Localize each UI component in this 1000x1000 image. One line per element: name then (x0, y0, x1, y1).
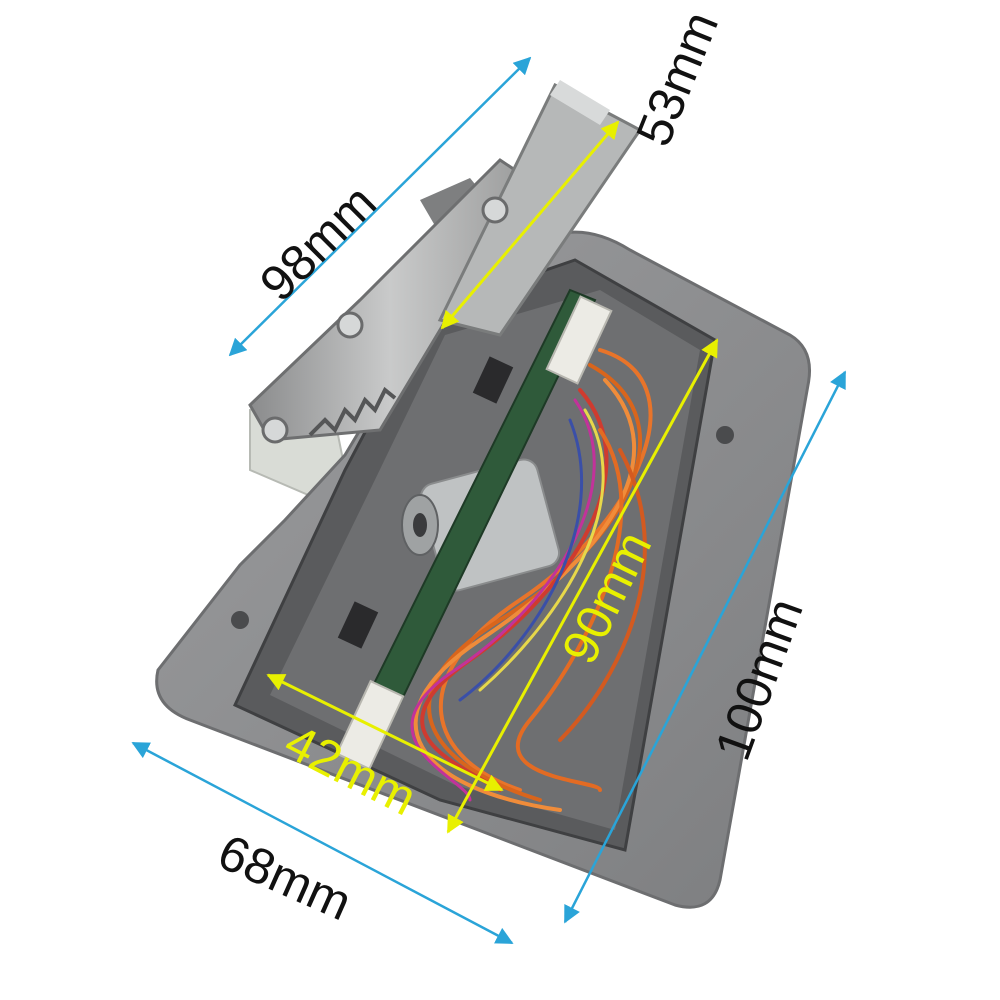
dim-label-68mm: 68mm (210, 824, 360, 932)
screw-hole (231, 611, 249, 629)
dim-label-98mm: 98mm (249, 174, 387, 312)
dimension-arrows-yellow (266, 120, 719, 834)
pivot-bolt (481, 196, 509, 224)
screw-hole (716, 426, 734, 444)
pivot-bolt (336, 311, 364, 339)
pivot-bolt (261, 416, 289, 444)
micro-switch (337, 601, 379, 649)
dim-label-53mm: 53mm (625, 4, 729, 154)
return-spring (308, 386, 397, 437)
